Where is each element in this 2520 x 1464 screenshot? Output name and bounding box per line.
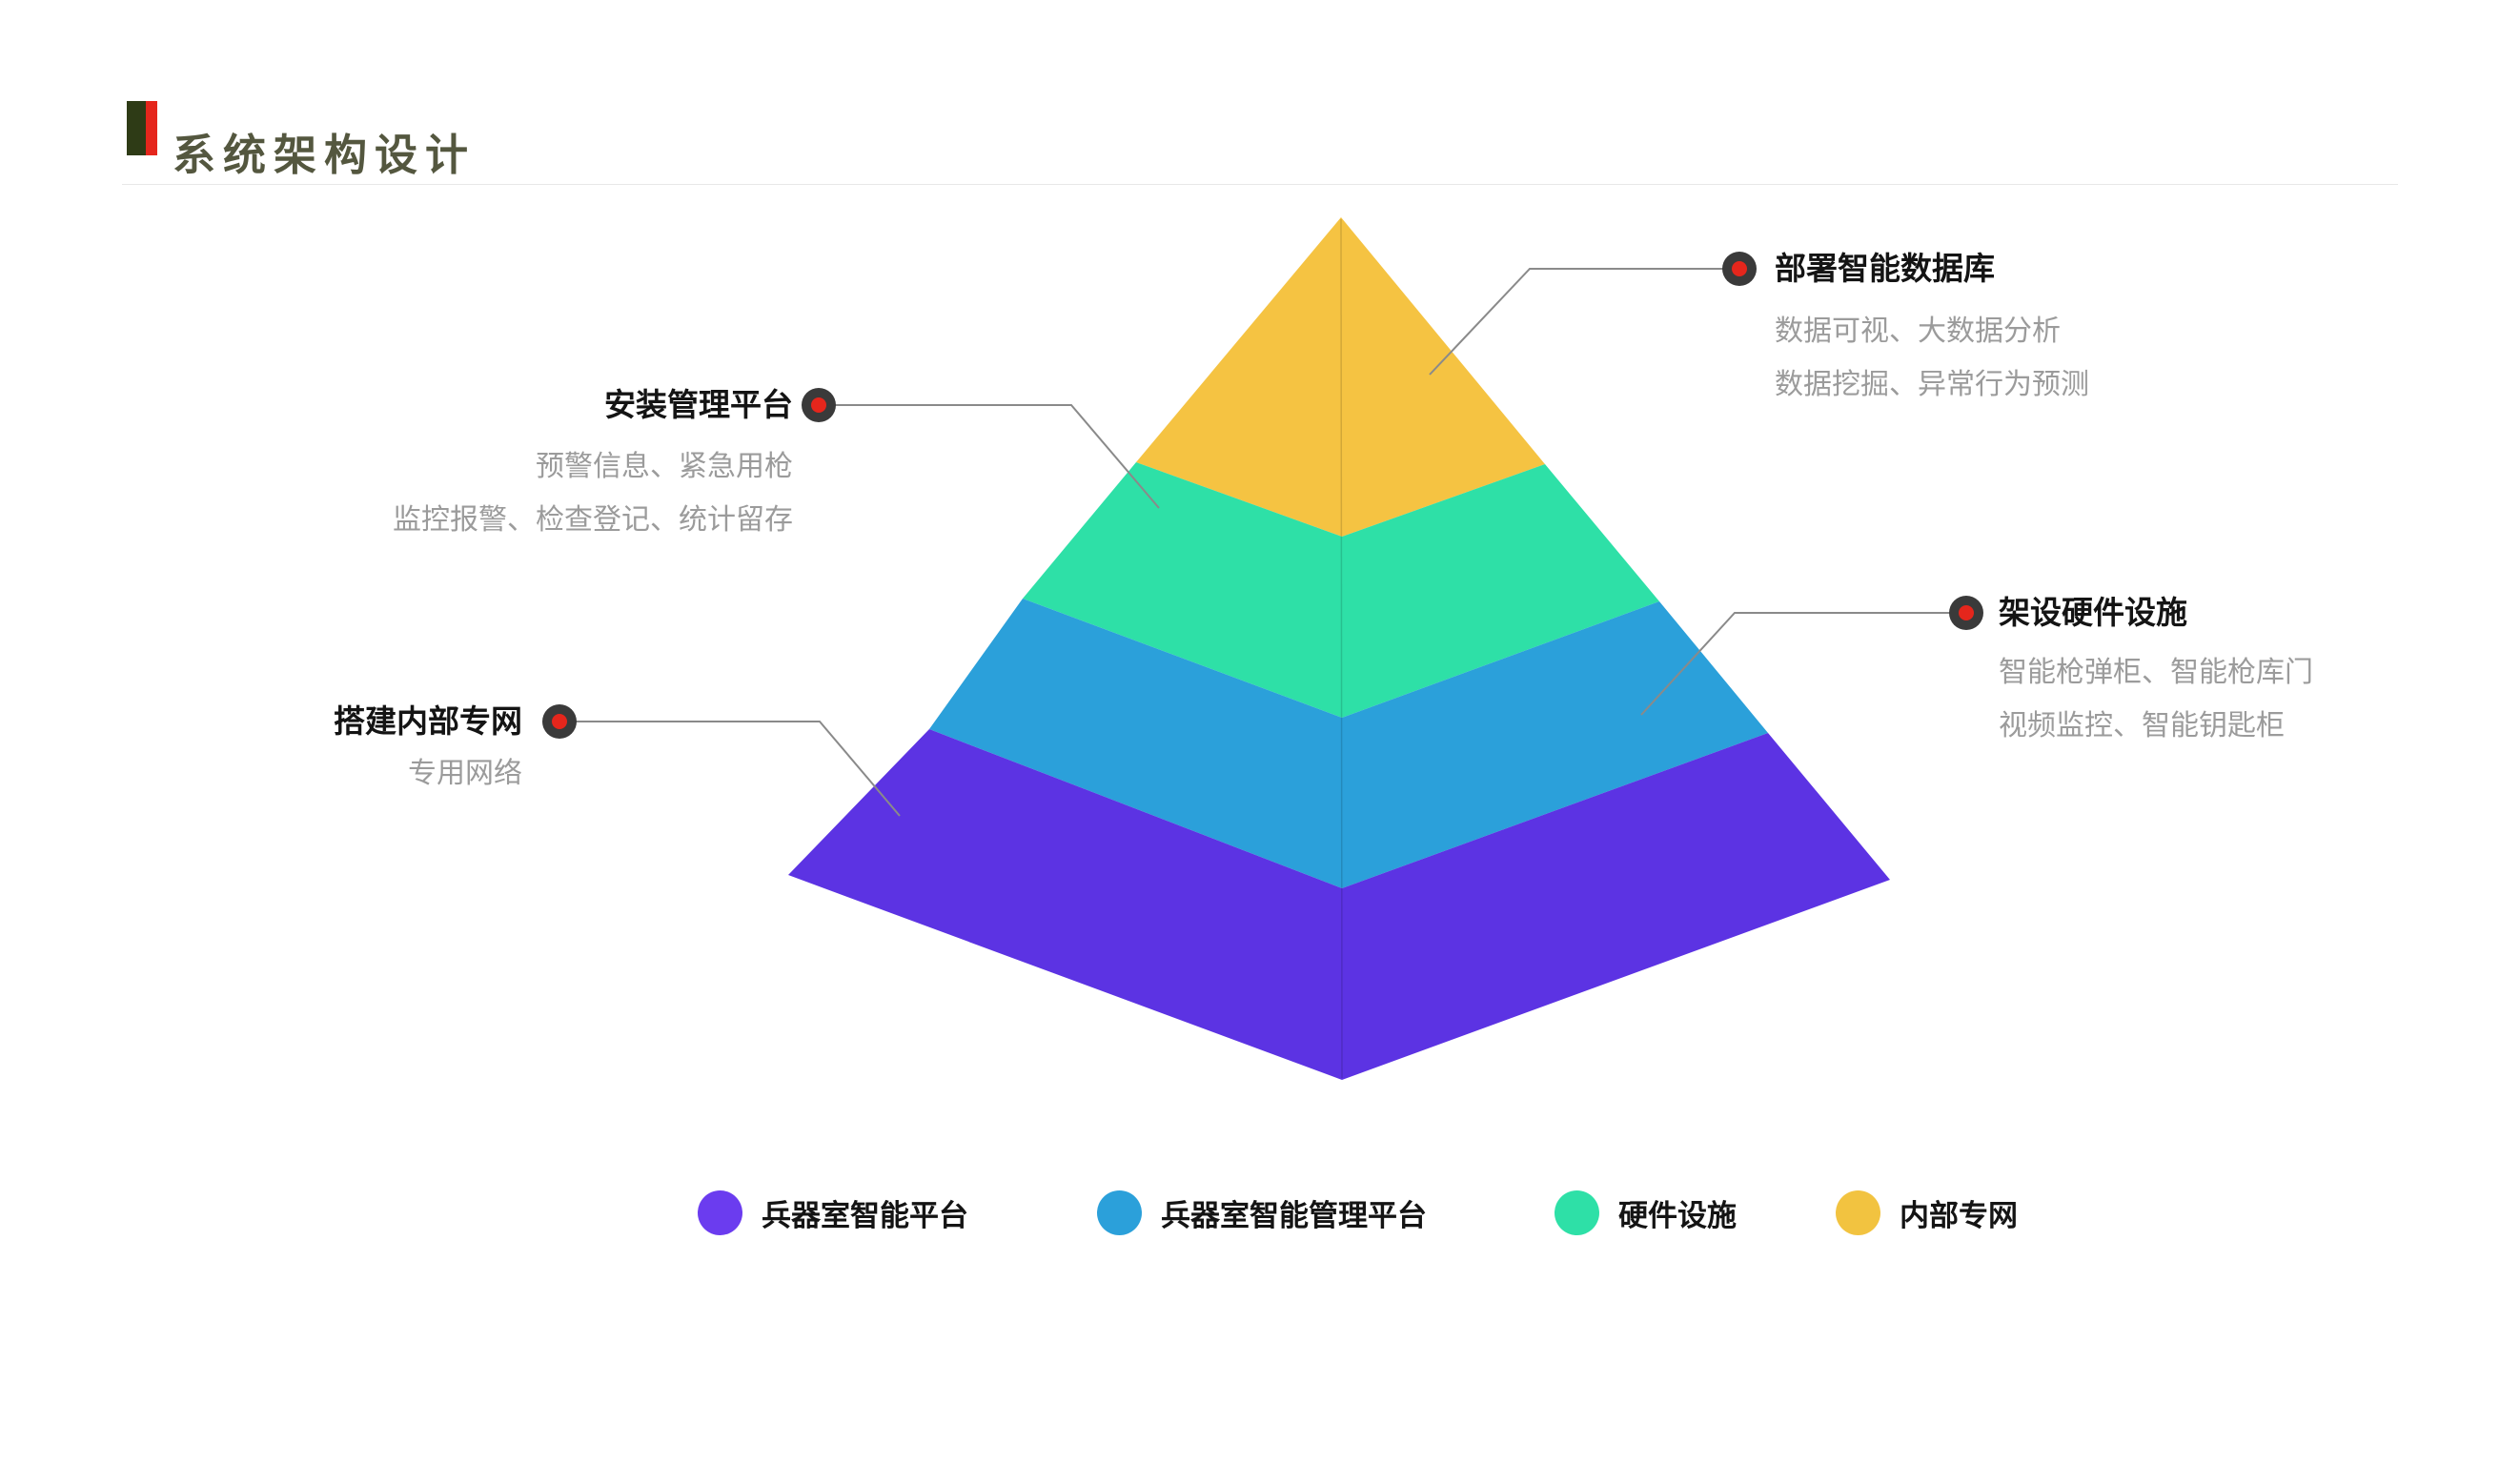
callout-marker-network xyxy=(542,704,577,739)
callout-database-desc-line2: 数据挖掘、异常行为预测 xyxy=(1775,369,2089,400)
accent-bar-green xyxy=(127,101,146,155)
legend-label: 内部专网 xyxy=(1900,1199,2018,1232)
callout-marker-hardware xyxy=(1949,596,1983,630)
legend-label: 兵器室智能管理平台 xyxy=(1161,1199,1427,1232)
callout-connector-network xyxy=(574,721,901,817)
callout-network-desc: 专用网络 xyxy=(334,747,522,801)
pyramid-layer-upper-middle xyxy=(1023,462,1659,718)
header-divider xyxy=(122,184,2398,185)
pyramid-layer-bottom xyxy=(788,729,1890,1080)
legend-item-weapon-room-mgmt-platform: 兵器室智能管理平台 xyxy=(1097,1190,1427,1235)
legend-label: 硬件设施 xyxy=(1618,1199,1737,1232)
legend-label: 兵器室智能平台 xyxy=(762,1199,968,1232)
pyramid-layer-top xyxy=(1136,217,1545,537)
callout-marker-platform xyxy=(802,388,836,422)
legend-dot-teal xyxy=(1555,1190,1599,1235)
callout-platform-desc-line2: 监控报警、检查登记、统计留存 xyxy=(393,504,793,536)
callout-database-title: 部署智能数据库 xyxy=(1775,251,1995,286)
callout-connector-hardware xyxy=(1640,612,1952,716)
callout-database-desc-line1: 数据可视、大数据分析 xyxy=(1775,315,2061,347)
callout-hardware-desc-line2: 视频监控、智能钥匙柜 xyxy=(1999,710,2285,742)
callout-connector-database xyxy=(1429,268,1725,376)
callout-connector-platform xyxy=(833,404,1160,509)
callout-network: 搭建内部专网 专用网络 xyxy=(334,701,522,801)
accent-bar-red xyxy=(146,101,157,155)
callout-platform: 安装管理平台 预警信息、紧急用枪 监控报警、检查登记、统计留存 xyxy=(393,384,793,547)
callout-marker-database xyxy=(1722,252,1757,286)
page-title: 系统架构设计 xyxy=(173,131,477,180)
legend-item-weapon-room-platform: 兵器室智能平台 xyxy=(698,1190,968,1235)
callout-network-title: 搭建内部专网 xyxy=(334,703,522,739)
pyramid-center-edge xyxy=(1340,218,1343,1079)
callout-platform-desc-line1: 预警信息、紧急用枪 xyxy=(536,451,793,482)
pyramid-layer-lower-middle xyxy=(929,599,1768,888)
callout-hardware: 架设硬件设施 智能枪弹柜、智能枪库门 视频监控、智能钥匙柜 xyxy=(1999,592,2313,753)
callout-hardware-desc-line1: 智能枪弹柜、智能枪库门 xyxy=(1999,657,2313,688)
callout-hardware-desc: 智能枪弹柜、智能枪库门 视频监控、智能钥匙柜 xyxy=(1999,646,2313,753)
callout-platform-title: 安装管理平台 xyxy=(604,387,793,422)
legend-item-internal-network: 内部专网 xyxy=(1836,1190,2018,1235)
legend-dot-blue xyxy=(1097,1190,1142,1235)
callout-network-desc-line1: 专用网络 xyxy=(408,758,522,789)
legend-dot-purple xyxy=(698,1190,742,1235)
callout-database: 部署智能数据库 数据可视、大数据分析 数据挖掘、异常行为预测 xyxy=(1775,248,2089,412)
callout-platform-desc: 预警信息、紧急用枪 监控报警、检查登记、统计留存 xyxy=(393,440,793,547)
callout-database-desc: 数据可视、大数据分析 数据挖掘、异常行为预测 xyxy=(1775,305,2089,412)
legend-item-hardware: 硬件设施 xyxy=(1555,1190,1737,1235)
legend-dot-yellow xyxy=(1836,1190,1880,1235)
callout-hardware-title: 架设硬件设施 xyxy=(1999,595,2187,630)
title-accent-icon xyxy=(127,101,157,155)
